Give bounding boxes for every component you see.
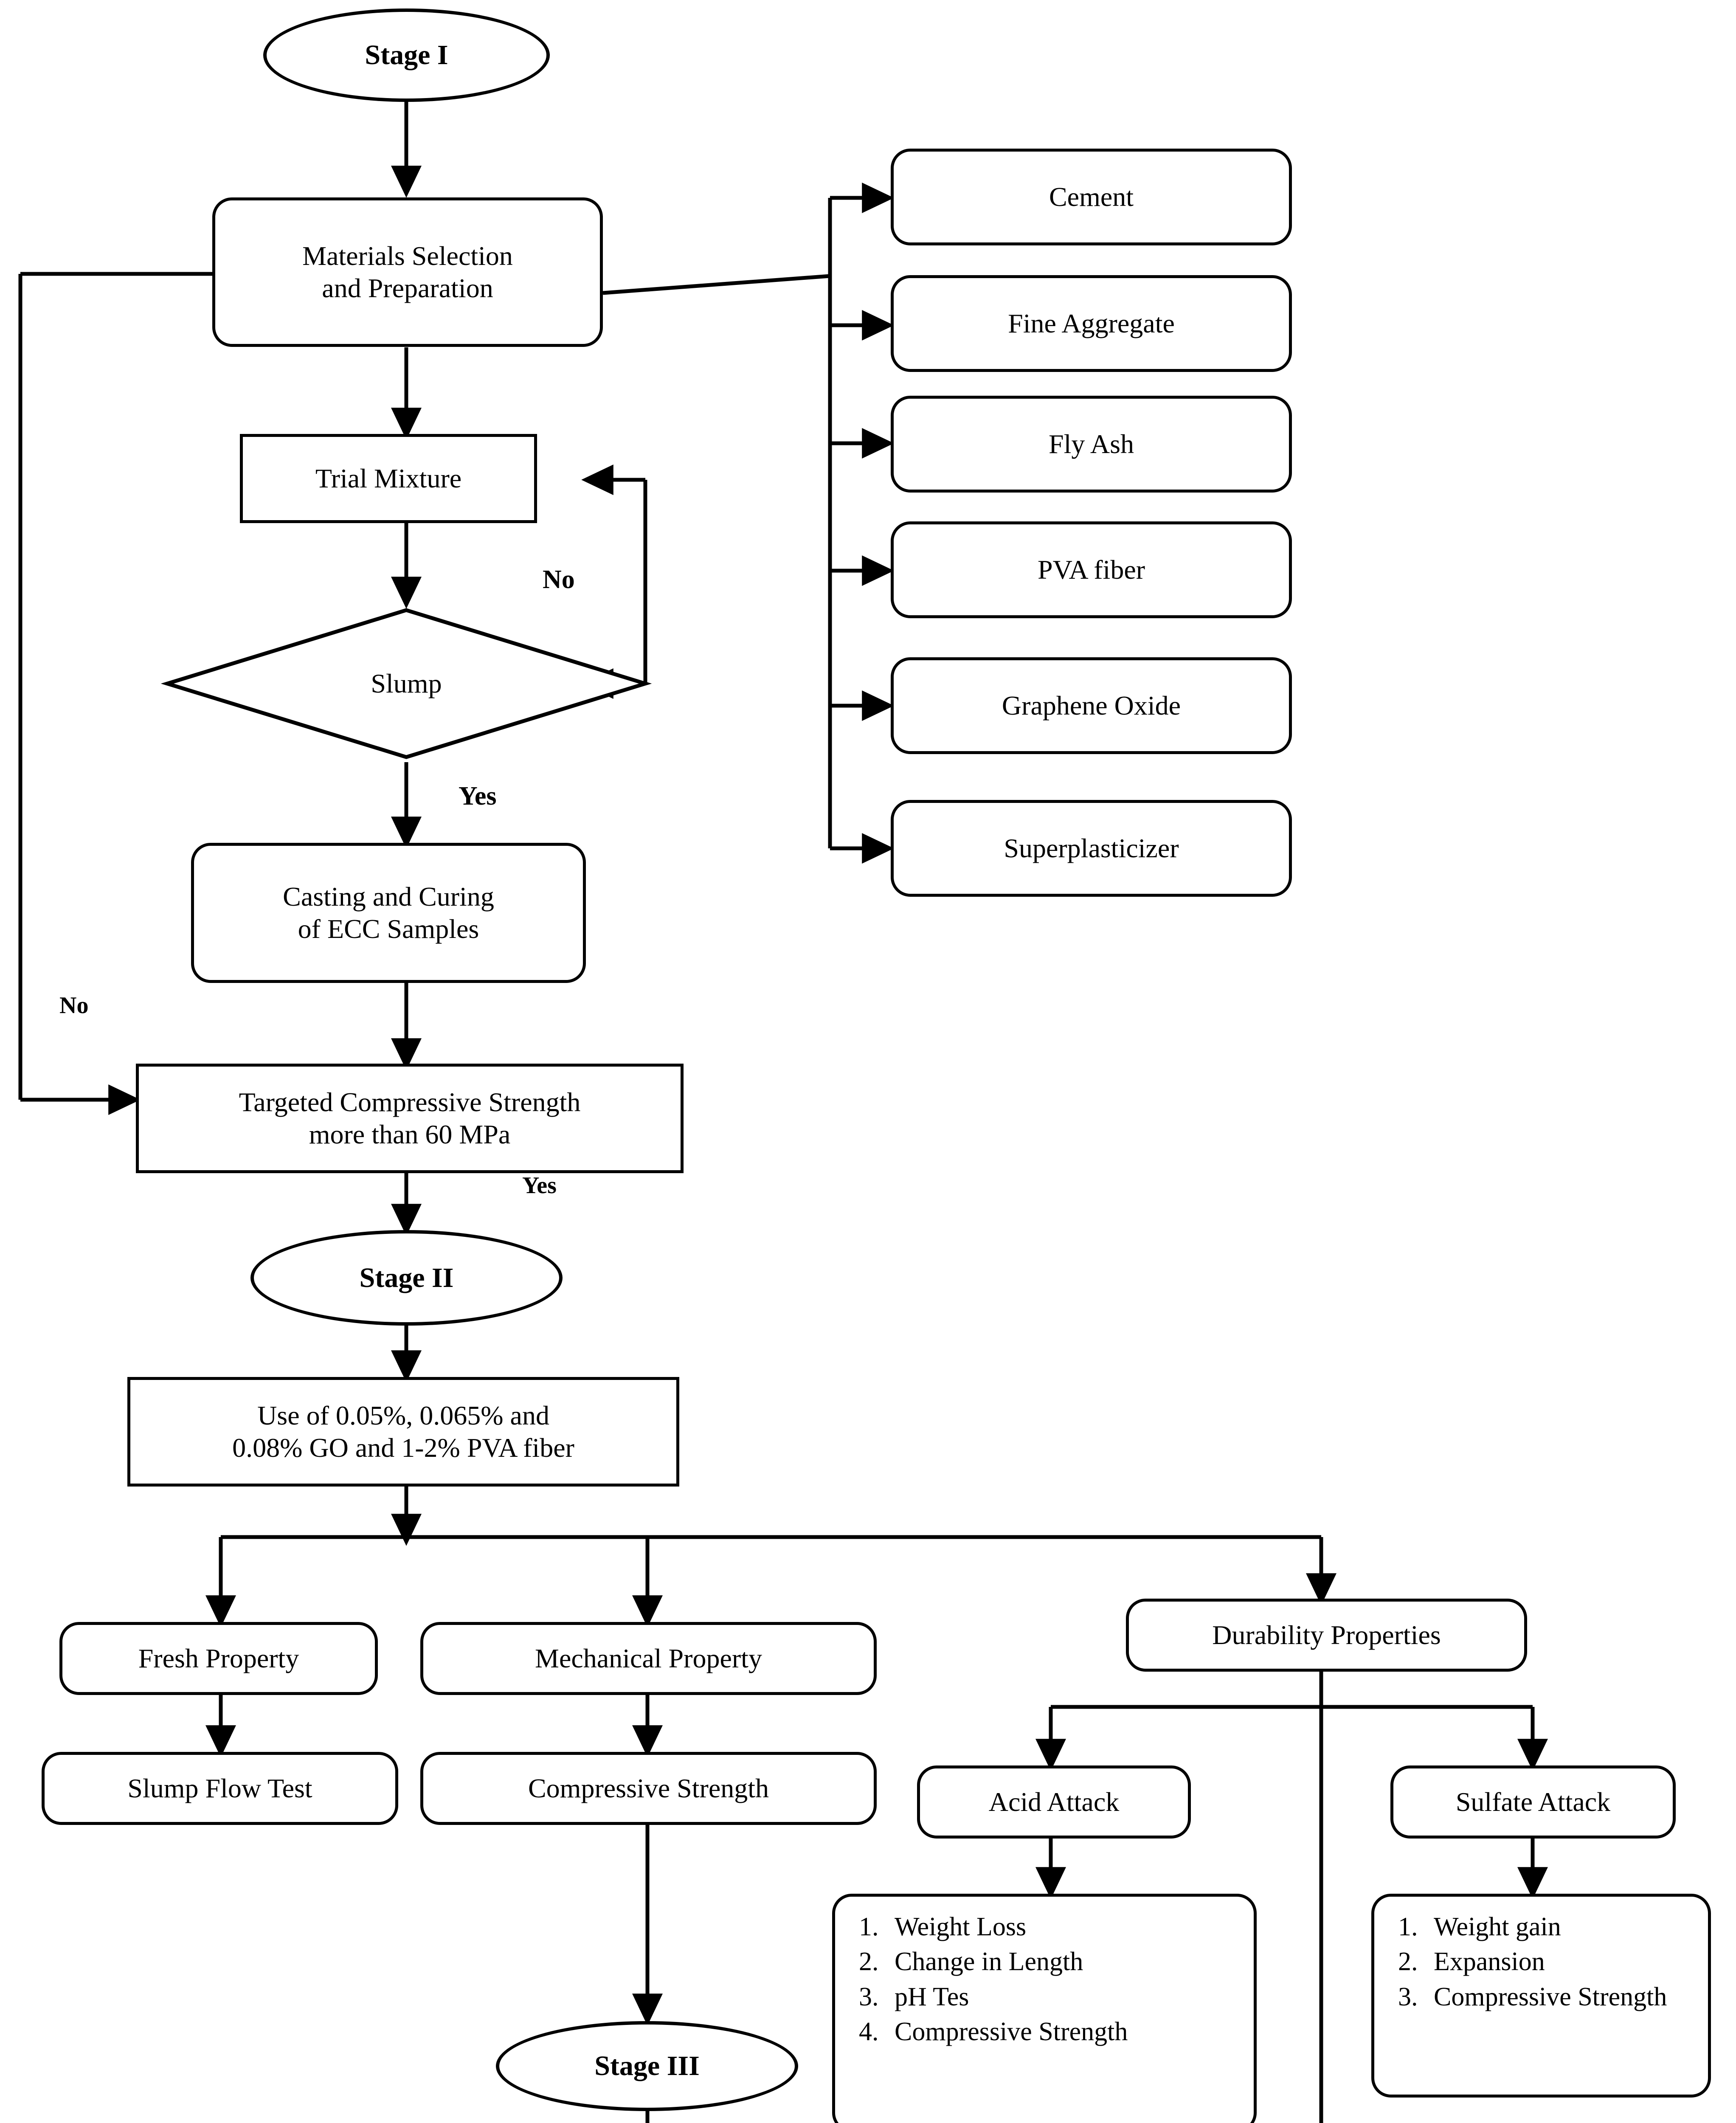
compressive-strength-label: Compressive Strength	[528, 1773, 769, 1804]
strength-no-text: No	[59, 992, 89, 1019]
slump-no-label: No	[543, 565, 575, 595]
targeted-strength-node[interactable]: Targeted Compressive Strength more than …	[136, 1064, 684, 1173]
sulfate-test-1: Weight gain	[1434, 1912, 1561, 1941]
stage-2-label: Stage II	[359, 1262, 454, 1293]
list-item: pH Tes	[885, 1981, 1245, 2013]
list-item: Expansion	[1424, 1946, 1699, 1977]
material-label-fine-aggregate: Fine Aggregate	[1008, 308, 1175, 339]
strength-yes-text: Yes	[522, 1172, 557, 1199]
acid-attack-tests-list[interactable]: Weight Loss Change in Length pH Tes Comp…	[832, 1894, 1257, 2123]
list-item: Weight Loss	[885, 1911, 1245, 1943]
material-label-cement: Cement	[1049, 182, 1134, 212]
strength-no-label: No	[59, 992, 88, 1019]
material-box-cement[interactable]: Cement	[891, 149, 1292, 245]
material-label-graphene-oxide: Graphene Oxide	[1002, 690, 1181, 721]
material-box-pva-fiber[interactable]: PVA fiber	[891, 521, 1292, 618]
list-item: Compressive Strength	[1424, 1981, 1699, 2013]
stage-3-node[interactable]: Stage III	[496, 2021, 798, 2111]
material-box-fine-aggregate[interactable]: Fine Aggregate	[891, 275, 1292, 372]
materials-selection-label: Materials Selection and Preparation	[302, 241, 513, 303]
edges-plain	[18, 198, 1533, 1709]
sulfate-attack-tests-ol: Weight gain Expansion Compressive Streng…	[1394, 1911, 1699, 2013]
trial-mixture-node[interactable]: Trial Mixture	[240, 434, 537, 523]
acid-test-2: Change in Length	[895, 1947, 1083, 1977]
stage-1-node[interactable]: Stage I	[263, 8, 550, 102]
strength-yes-label: Yes	[522, 1172, 557, 1199]
durability-properties-node[interactable]: Durability Properties	[1126, 1599, 1527, 1672]
sulfate-test-2: Expansion	[1434, 1947, 1545, 1977]
material-label-superplasticizer: Superplasticizer	[1004, 833, 1179, 864]
trial-mixture-label: Trial Mixture	[315, 463, 462, 494]
fresh-property-node[interactable]: Fresh Property	[59, 1622, 378, 1695]
targeted-strength-label: Targeted Compressive Strength more than …	[239, 1087, 581, 1149]
slump-yes-label: Yes	[459, 781, 497, 811]
stage-3-label: Stage III	[594, 2050, 700, 2082]
stage-1-label: Stage I	[365, 39, 448, 71]
acid-attack-tests-ol: Weight Loss Change in Length pH Tes Comp…	[855, 1911, 1245, 2048]
casting-curing-node[interactable]: Casting and Curing of ECC Samples	[191, 843, 586, 983]
material-box-fly-ash[interactable]: Fly Ash	[891, 396, 1292, 493]
mechanical-property-label: Mechanical Property	[535, 1643, 762, 1674]
sulfate-attack-node[interactable]: Sulfate Attack	[1390, 1765, 1676, 1839]
material-box-superplasticizer[interactable]: Superplasticizer	[891, 800, 1292, 897]
material-box-graphene-oxide[interactable]: Graphene Oxide	[891, 657, 1292, 754]
sulfate-attack-tests-list[interactable]: Weight gain Expansion Compressive Streng…	[1371, 1894, 1711, 2098]
acid-test-3: pH Tes	[895, 1982, 969, 2011]
acid-test-4: Compressive Strength	[895, 2017, 1128, 2047]
casting-curing-label: Casting and Curing of ECC Samples	[283, 881, 494, 944]
slump-flow-test-label: Slump Flow Test	[127, 1773, 312, 1804]
edges-arrows	[20, 101, 1548, 2123]
materials-selection-node[interactable]: Materials Selection and Preparation	[212, 197, 603, 347]
sulfate-test-3: Compressive Strength	[1434, 1982, 1667, 2011]
slump-yes-text: Yes	[459, 782, 497, 811]
acid-attack-label: Acid Attack	[988, 1787, 1120, 1817]
compressive-strength-node[interactable]: Compressive Strength	[420, 1752, 877, 1825]
sulfate-attack-label: Sulfate Attack	[1455, 1787, 1611, 1817]
material-label-pva-fiber: PVA fiber	[1037, 555, 1145, 585]
material-label-fly-ash: Fly Ash	[1049, 429, 1134, 459]
mix-design-label: Use of 0.05%, 0.065% and 0.08% GO and 1-…	[232, 1400, 574, 1463]
mechanical-property-node[interactable]: Mechanical Property	[420, 1622, 877, 1695]
mix-design-node[interactable]: Use of 0.05%, 0.065% and 0.08% GO and 1-…	[127, 1377, 679, 1487]
list-item: Change in Length	[885, 1946, 1245, 1977]
list-item: Compressive Strength	[885, 2016, 1245, 2047]
acid-attack-node[interactable]: Acid Attack	[917, 1765, 1191, 1839]
slump-decision-label: Slump	[371, 668, 442, 698]
stage-2-node[interactable]: Stage II	[250, 1230, 563, 1326]
wire-materials-to-column-trunk	[602, 274, 830, 295]
slump-decision-diamond	[160, 608, 652, 759]
list-item: Weight gain	[1424, 1911, 1699, 1943]
slump-decision-label-wrap[interactable]: Slump	[300, 663, 512, 704]
slump-no-text: No	[543, 565, 575, 594]
acid-test-1: Weight Loss	[895, 1912, 1027, 1941]
durability-properties-label: Durability Properties	[1212, 1620, 1441, 1650]
fresh-property-label: Fresh Property	[138, 1643, 299, 1674]
slump-flow-test-node[interactable]: Slump Flow Test	[42, 1752, 398, 1825]
